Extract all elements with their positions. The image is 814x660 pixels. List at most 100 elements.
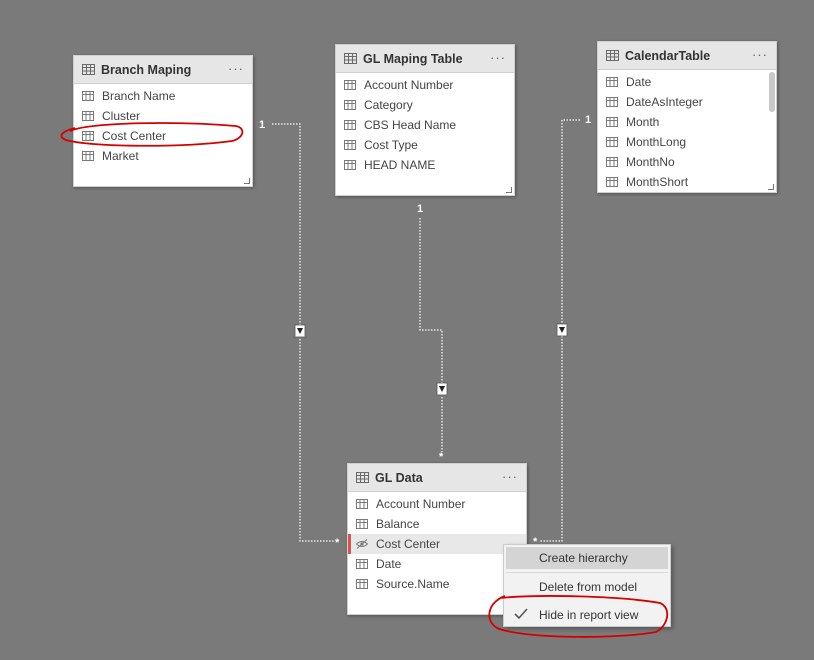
field-name: Cost Center: [376, 537, 441, 551]
resize-grip-icon[interactable]: [506, 187, 512, 193]
menu-item-hide-in-report-view[interactable]: Hide in report view: [506, 604, 668, 626]
column-icon: [606, 137, 618, 147]
field-row[interactable]: Cost Center: [74, 126, 252, 146]
field-row[interactable]: Balance: [348, 514, 526, 534]
column-icon: [344, 120, 356, 130]
field-row[interactable]: Source.Name: [348, 574, 526, 594]
table-icon: [606, 50, 619, 61]
scrollbar[interactable]: [769, 72, 775, 112]
filter-direction-arrow-icon[interactable]: [436, 382, 448, 396]
table-title: GL Data: [375, 470, 423, 485]
field-row[interactable]: Account Number: [348, 494, 526, 514]
relationship-line-glmap-gldata[interactable]: [419, 218, 443, 452]
field-name: MonthNo: [626, 155, 675, 169]
relationship-line-branch-gldata[interactable]: [272, 123, 335, 542]
filter-direction-arrow-icon[interactable]: [294, 324, 306, 338]
menu-item-delete-from-model[interactable]: Delete from model: [506, 576, 668, 598]
cardinality-one-label: 1: [417, 203, 423, 215]
field-name: Balance: [376, 517, 420, 531]
field-name: Month: [626, 115, 660, 129]
table-icon: [344, 53, 357, 64]
column-icon: [82, 111, 94, 121]
field-row[interactable]: HEAD NAME: [336, 155, 514, 175]
field-row[interactable]: Category: [336, 95, 514, 115]
field-row[interactable]: Month: [598, 112, 776, 132]
field-row[interactable]: DateAsInteger: [598, 92, 776, 112]
table-card-calendar-table[interactable]: CalendarTable ··· Date DateAsInteger Mon…: [597, 41, 777, 193]
field-name: Account Number: [376, 497, 466, 511]
checkmark-icon: [514, 608, 528, 620]
cardinality-one-label: 1: [259, 119, 265, 131]
table-card-gl-data[interactable]: GL Data ··· Account Number Balance Cost …: [347, 463, 527, 615]
resize-grip-icon[interactable]: [768, 184, 774, 190]
cardinality-one-label: 1: [585, 114, 591, 126]
field-name: MonthLong: [626, 135, 687, 149]
field-row[interactable]: MonthNo: [598, 152, 776, 172]
context-menu[interactable]: Create hierarchy Delete from model Hide …: [503, 544, 671, 627]
ellipsis-icon[interactable]: ···: [490, 50, 506, 65]
column-icon: [344, 160, 356, 170]
column-icon: [356, 579, 368, 589]
table-header[interactable]: GL Data ···: [348, 464, 526, 492]
table-title: GL Maping Table: [363, 51, 463, 66]
column-icon: [606, 77, 618, 87]
field-row-selected[interactable]: Cost Center: [348, 534, 526, 554]
table-header[interactable]: GL Maping Table ···: [336, 45, 514, 73]
field-row[interactable]: Cost Type: [336, 135, 514, 155]
table-header[interactable]: Branch Maping ···: [74, 56, 252, 84]
field-name: Cost Type: [364, 138, 418, 152]
selection-indicator: [348, 534, 351, 554]
column-icon: [606, 117, 618, 127]
field-row[interactable]: MonthShort: [598, 172, 776, 192]
menu-item-label: Hide in report view: [539, 608, 639, 622]
column-icon: [606, 97, 618, 107]
column-icon: [356, 559, 368, 569]
column-icon: [82, 151, 94, 161]
field-row[interactable]: Date: [348, 554, 526, 574]
column-icon: [606, 177, 618, 187]
field-row[interactable]: CBS Head Name: [336, 115, 514, 135]
field-name: Cost Center: [102, 129, 167, 143]
field-name: Market: [102, 149, 139, 163]
column-icon: [82, 91, 94, 101]
table-icon: [82, 64, 95, 75]
menu-item-create-hierarchy[interactable]: Create hierarchy: [506, 547, 668, 569]
field-name: CBS Head Name: [364, 118, 457, 132]
field-row[interactable]: Branch Name: [74, 86, 252, 106]
field-name: DateAsInteger: [626, 95, 703, 109]
field-row[interactable]: MonthLong: [598, 132, 776, 152]
column-icon: [356, 499, 368, 509]
column-icon: [82, 131, 94, 141]
table-header[interactable]: CalendarTable ···: [598, 42, 776, 70]
table-card-branch-maping[interactable]: Branch Maping ··· Branch Name Cluster Co…: [73, 55, 253, 187]
field-name: HEAD NAME: [364, 158, 436, 172]
field-name: Category: [364, 98, 413, 112]
ellipsis-icon[interactable]: ···: [752, 47, 768, 62]
ellipsis-icon[interactable]: ···: [502, 469, 518, 484]
field-name: Date: [376, 557, 402, 571]
field-name: Cluster: [102, 109, 141, 123]
table-card-gl-maping-table[interactable]: GL Maping Table ··· Account Number Categ…: [335, 44, 515, 196]
field-row[interactable]: Account Number: [336, 75, 514, 95]
menu-item-label: Delete from model: [539, 580, 638, 594]
column-icon: [606, 157, 618, 167]
field-name: Branch Name: [102, 89, 176, 103]
field-row[interactable]: Date: [598, 72, 776, 92]
column-icon: [356, 519, 368, 529]
field-name: Source.Name: [376, 577, 450, 591]
filter-direction-arrow-icon[interactable]: [556, 323, 568, 337]
column-icon: [344, 140, 356, 150]
ellipsis-icon[interactable]: ···: [228, 61, 244, 76]
cardinality-many-label: *: [335, 537, 340, 549]
resize-grip-icon[interactable]: [244, 178, 250, 184]
field-row[interactable]: Market: [74, 146, 252, 166]
column-icon: [344, 100, 356, 110]
cardinality-many-label: *: [439, 451, 444, 463]
table-title: CalendarTable: [625, 48, 711, 63]
cardinality-many-label: *: [533, 536, 538, 548]
menu-item-label: Create hierarchy: [539, 551, 628, 565]
table-title: Branch Maping: [101, 62, 192, 77]
field-row[interactable]: Cluster: [74, 106, 252, 126]
field-name: MonthShort: [626, 175, 689, 189]
